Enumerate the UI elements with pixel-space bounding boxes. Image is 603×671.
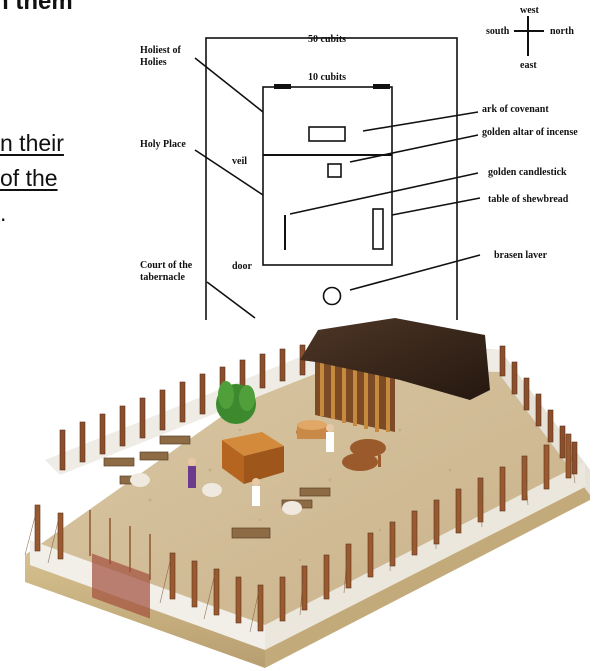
brasen-laver-shape <box>322 286 342 306</box>
compass-north: north <box>550 26 574 37</box>
model-altar <box>222 432 284 456</box>
slide-heading-fragment: n them <box>0 0 73 15</box>
model-sheep <box>130 473 302 515</box>
tent-beam-left <box>274 84 291 89</box>
leader-court <box>206 281 256 319</box>
label-10-cubits: 10 cubits <box>308 72 346 83</box>
model-animals <box>342 439 386 471</box>
leader-ark <box>362 111 479 132</box>
leader-altar <box>349 134 479 163</box>
label-ark-of-covenant: ark of covenant <box>482 104 549 115</box>
leader-candlestick <box>289 172 479 215</box>
label-50-cubits: 50 cubits <box>308 34 346 45</box>
ark-of-covenant-shape <box>308 126 346 142</box>
leader-shewbread <box>391 197 481 216</box>
tent-outline <box>262 86 393 266</box>
model-front-posts <box>34 433 572 632</box>
slide-text-line-1: n their <box>0 130 64 156</box>
compass-west: west <box>520 5 540 16</box>
leader-holiest <box>194 57 264 113</box>
leader-holy-place <box>194 149 264 196</box>
court-boundary <box>205 37 458 320</box>
shewbread-table-shape <box>372 208 384 250</box>
model-tent-covering <box>300 318 490 400</box>
model-tree <box>216 381 256 424</box>
tent-beam-right <box>373 84 390 89</box>
slide-text-line-3: . <box>0 200 7 226</box>
model-guy-ropes <box>24 433 576 633</box>
label-brasen-laver: brasen laver <box>494 250 548 261</box>
label-door: door <box>232 261 253 272</box>
altar-of-incense-shape <box>327 163 342 178</box>
label-table-of-shewbread: table of shewbread <box>488 194 569 205</box>
slide-text-line-2: of the <box>0 165 58 191</box>
label-golden-candlestick: golden candlestick <box>488 167 567 178</box>
model-tent-pillars <box>320 362 390 432</box>
label-holy-place: Holy Place <box>140 139 186 150</box>
model-priest-figures <box>188 424 334 506</box>
compass-east: east <box>520 60 537 71</box>
label-golden-altar-of-incense: golden altar of incense <box>482 127 578 138</box>
compass-rose: west south north east <box>486 5 574 71</box>
compass-south: south <box>486 26 510 37</box>
model-right-posts <box>511 361 578 475</box>
leader-laver <box>349 254 481 291</box>
model-court-gate <box>89 510 151 580</box>
label-veil: veil <box>232 156 247 167</box>
